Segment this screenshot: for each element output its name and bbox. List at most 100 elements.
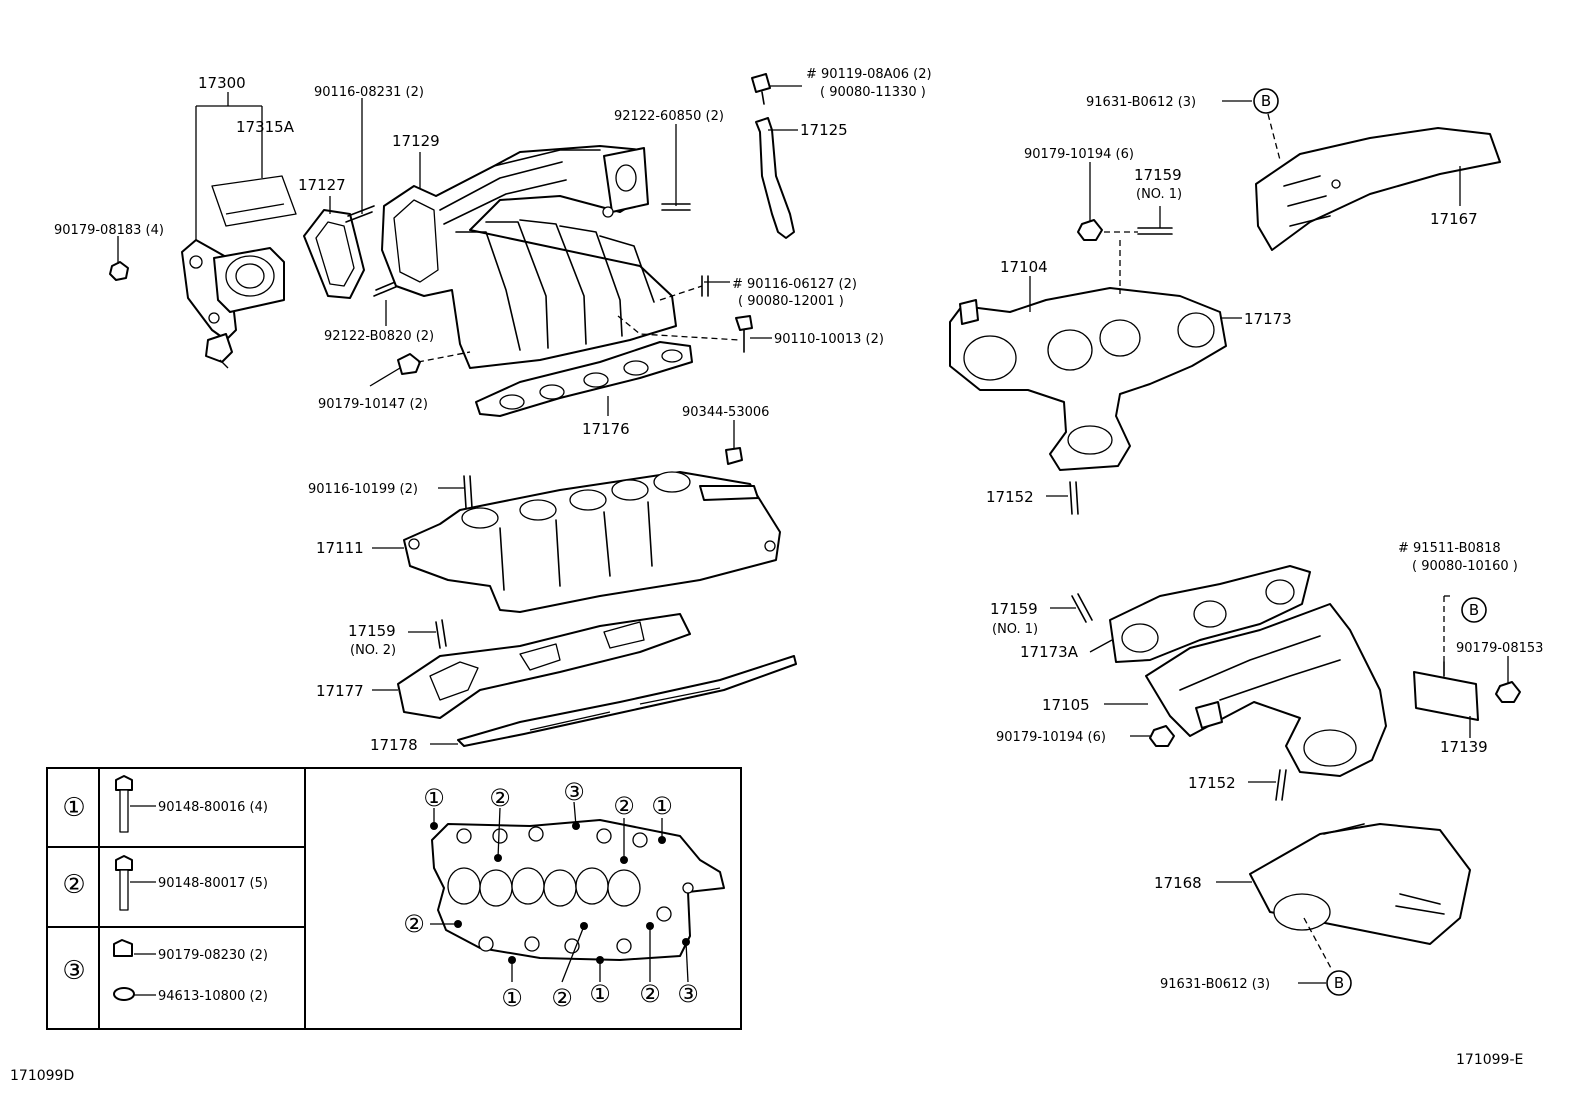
legend-row-1: ① 90148-80016 (4) <box>62 775 268 833</box>
label-91631-B0612-top: 91631-B0612 (3) <box>1086 95 1196 110</box>
ref-marker-label: B <box>1334 974 1344 992</box>
nut-90179-10194-mid <box>1149 725 1175 747</box>
label-17315A: 17315A <box>236 118 295 136</box>
label-17177: 17177 <box>316 682 364 700</box>
pattern-marker: ① <box>651 792 673 820</box>
legend-part-3b: 94613-10800 (2) <box>158 989 268 1004</box>
nut-90179-08153 <box>1495 681 1521 703</box>
legend-row-3: ③ 90179-08230 (2) 94613-10800 (2) <box>62 939 268 1004</box>
intake-manifold-17129 <box>381 145 677 369</box>
stud-17152-top <box>1069 481 1079 515</box>
label-90110-10013: 90110-10013 (2) <box>774 332 884 347</box>
label-90080-12001: ( 90080-12001 ) <box>738 294 844 309</box>
label-17127: 17127 <box>298 176 346 194</box>
pattern-marker: ② <box>613 792 635 820</box>
bolt-90110-10013 <box>735 315 753 353</box>
label-90116-10199: 90116-10199 (2) <box>308 482 418 497</box>
heat-insulator-17168 <box>1249 823 1471 945</box>
label-92122-B0820: 92122-B0820 (2) <box>324 329 434 344</box>
label-17167: 17167 <box>1430 210 1478 228</box>
exhaust-manifold-17104 <box>949 287 1227 471</box>
legend-marker-1: ① <box>62 793 85 823</box>
bolt-90119-08A06 <box>751 73 771 105</box>
intake-chamber-17111 <box>403 471 781 613</box>
label-17104: 17104 <box>1000 258 1048 276</box>
label-17173: 17173 <box>1244 310 1292 328</box>
label-17159-no2-sub: (NO. 2) <box>350 643 396 658</box>
ref-marker-label: B <box>1469 601 1479 619</box>
ref-marker-b-bottom: B <box>1326 970 1352 996</box>
label-91631-B0612-bot: 91631-B0612 (3) <box>1160 977 1270 992</box>
pattern-marker: ① <box>423 784 445 812</box>
pattern-marker: ② <box>403 910 425 938</box>
ref-marker-b-mid: B <box>1461 597 1487 623</box>
nut-90179-10194-top <box>1077 219 1103 241</box>
label-17111: 17111 <box>316 539 364 557</box>
label-90119-08A06: # 90119-08A06 (2) <box>806 67 932 82</box>
stud-17159-no1-top <box>1137 227 1173 235</box>
label-17176: 17176 <box>582 420 630 438</box>
label-17159-no1-mid-sub: (NO. 1) <box>992 622 1038 637</box>
stud-17159-no1-mid <box>1071 593 1093 623</box>
dashed-assembly-lines <box>417 113 1452 971</box>
stud-17159-no2 <box>435 619 447 649</box>
exhaust-gasket-17173A <box>1109 565 1311 663</box>
label-17159-no1-top-sub: (NO. 1) <box>1136 187 1182 202</box>
throttle-body-assembly <box>181 239 285 369</box>
label-17159-no1-mid: 17159 <box>990 600 1038 618</box>
pattern-marker: ② <box>639 980 661 1008</box>
intake-gasket-17127 <box>303 209 365 299</box>
intake-gasket-17177 <box>397 613 691 719</box>
label-17105: 17105 <box>1042 696 1090 714</box>
plug-90344-53006 <box>725 447 743 465</box>
heat-insulator-17167 <box>1255 127 1501 251</box>
stud-90116-10199 <box>463 475 473 509</box>
label-91511-B0818: # 91511-B0818 <box>1398 541 1501 556</box>
label-17139: 17139 <box>1440 738 1488 756</box>
label-17129: 17129 <box>392 132 440 150</box>
bolt-legend-table: ① 90148-80016 (4) ② 90148-80017 (5) ③ 90… <box>46 767 742 1030</box>
legend-part-3a: 90179-08230 (2) <box>158 948 268 963</box>
diagram-code-left: 171099D <box>10 1068 74 1084</box>
label-90179-10147: 90179-10147 (2) <box>318 397 428 412</box>
legend-marker-2: ② <box>62 870 85 900</box>
nut-90179-10147 <box>397 353 421 375</box>
legend-part-2: 90148-80017 (5) <box>158 876 268 891</box>
pattern-marker: ③ <box>677 980 699 1008</box>
stud-90116-08231 <box>345 205 375 223</box>
diagram-code-right: 171099-E <box>1456 1052 1523 1068</box>
label-17159-no2: 17159 <box>348 622 396 640</box>
legend-part-1: 90148-80016 (4) <box>158 800 268 815</box>
label-17152-mid: 17152 <box>1188 774 1236 792</box>
label-17152-top: 17152 <box>986 488 1034 506</box>
label-17300: 17300 <box>198 74 246 92</box>
label-90179-10194-mid: 90179-10194 (6) <box>996 730 1106 745</box>
label-90179-10194-top: 90179-10194 (6) <box>1024 147 1134 162</box>
label-17168: 17168 <box>1154 874 1202 892</box>
intake-gasket-17178 <box>457 655 797 747</box>
leader-lines <box>117 85 1509 984</box>
stud-90116-06127 <box>701 275 709 297</box>
throttle-gasket-17315A <box>211 175 297 227</box>
pattern-marker: ① <box>589 980 611 1008</box>
label-90080-10160: ( 90080-10160 ) <box>1412 559 1518 574</box>
label-90344-53006: 90344-53006 <box>682 405 769 420</box>
label-17178: 17178 <box>370 736 418 754</box>
pattern-marker: ③ <box>563 778 585 806</box>
label-90080-11330: ( 90080-11330 ) <box>820 85 926 100</box>
label-92122-60850: 92122-60850 (2) <box>614 109 724 124</box>
label-90179-08183: 90179-08183 (4) <box>54 223 164 238</box>
ref-marker-label: B <box>1261 92 1271 110</box>
bolt-pattern-diagram: ① ② ③ ② ① ② ① ② ① ② ③ <box>403 778 725 1012</box>
label-90116-08231: 90116-08231 (2) <box>314 85 424 100</box>
label-17125: 17125 <box>800 121 848 139</box>
pattern-marker: ② <box>551 984 573 1012</box>
part-labels: 17300 17315A 90116-08231 (2) 17129 17127… <box>54 67 1543 992</box>
stud-17152-mid <box>1275 769 1287 801</box>
ref-marker-b-top: B <box>1253 88 1279 114</box>
label-90116-06127: # 90116-06127 (2) <box>732 277 857 292</box>
bracket-17139 <box>1413 661 1479 721</box>
nut-90179-08183 <box>109 261 129 281</box>
intake-gasket-17176 <box>475 341 693 417</box>
